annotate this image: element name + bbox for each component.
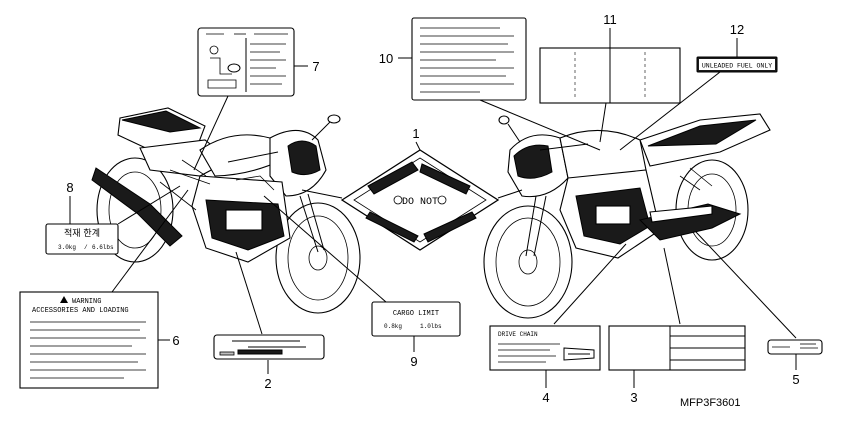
label-12-unleaded: UNLEADED FUEL ONLY xyxy=(696,56,778,73)
label-3 xyxy=(608,325,746,371)
cargo-lbs: 1.0lbs xyxy=(420,323,442,330)
label-7 xyxy=(197,27,295,97)
left-motorcycle xyxy=(91,107,361,314)
korean-kg: 3.0kg xyxy=(58,244,76,251)
warning-title: WARNING xyxy=(72,298,101,306)
callout-numbers: 1 2 3 4 5 6 7 8 9 10 11 12 xyxy=(66,12,799,405)
callout-2: 2 xyxy=(264,376,271,391)
callout-6: 6 xyxy=(172,333,179,348)
label-4-drive-chain: DRIVE CHAIN xyxy=(489,325,601,371)
warning-subtitle: ACCESSORIES AND LOADING xyxy=(32,307,129,315)
label-11 xyxy=(539,47,681,104)
callout-12: 12 xyxy=(730,22,744,37)
label-5 xyxy=(767,339,823,355)
callout-3: 3 xyxy=(630,390,637,405)
callout-8: 8 xyxy=(66,180,73,195)
korean-title: 적재 한계 xyxy=(64,227,100,239)
callout-9: 9 xyxy=(410,354,417,369)
part-code: MFP3F3601 xyxy=(680,397,741,409)
callout-1: 1 xyxy=(412,126,419,141)
label-1-emblem: DO NOT xyxy=(340,149,500,251)
leader-lines xyxy=(69,28,797,388)
callout-4: 4 xyxy=(542,390,549,405)
label-8-korean: 적재 한계 3.0kg / 6.6lbs xyxy=(45,223,119,255)
unleaded-text: UNLEADED FUEL ONLY xyxy=(702,63,772,70)
callout-5: 5 xyxy=(792,372,799,387)
cargo-kg: 0.8kg xyxy=(384,323,402,330)
callout-10: 10 xyxy=(379,51,393,66)
korean-sep: / xyxy=(84,244,88,251)
label-10 xyxy=(411,17,527,101)
label-6-warning: WARNING ACCESSORIES AND LOADING xyxy=(19,291,159,389)
korean-lbs: 6.6lbs xyxy=(92,244,114,251)
label-9-cargo-limit: CARGO LIMIT 0.8kg 1.0lbs xyxy=(371,301,461,337)
callout-7: 7 xyxy=(312,59,319,74)
drive-chain-text: DRIVE CHAIN xyxy=(498,331,538,338)
cargo-title: CARGO LIMIT xyxy=(393,310,439,318)
callout-11: 11 xyxy=(603,12,617,27)
label-2 xyxy=(213,334,325,360)
emblem-mid-text: DO NOT xyxy=(402,197,438,208)
